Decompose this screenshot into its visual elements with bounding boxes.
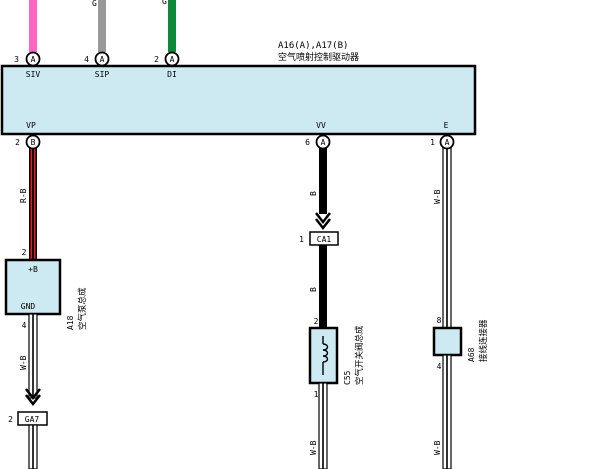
pin-number: 3 bbox=[14, 55, 19, 64]
junction-pin-bottom: 4 bbox=[437, 362, 442, 371]
e-wire-color-label: W-B bbox=[433, 189, 442, 204]
valve-name: 空气开关阀总成 bbox=[354, 325, 365, 385]
pin-connector-letter: A bbox=[100, 55, 105, 64]
pump-pin-top: 2 bbox=[22, 248, 27, 257]
vv-wire-lower bbox=[319, 245, 327, 328]
ga7-out-wire bbox=[28, 424, 38, 469]
ecu-pin-sip: A 4 SIP bbox=[84, 51, 110, 79]
connector-ga7-pin: 2 bbox=[8, 415, 13, 424]
junction-out-color-label: W-B bbox=[433, 440, 442, 455]
pin-connector-letter: A bbox=[170, 55, 175, 64]
di-wire bbox=[168, 0, 176, 52]
pump-name: 空气泵总成 bbox=[77, 287, 88, 330]
connector-ca1-name: CA1 bbox=[317, 235, 332, 244]
junction-code: A68 bbox=[467, 347, 476, 362]
junction-name: 接线连接器 bbox=[478, 319, 489, 362]
valve-pin-bottom: 1 bbox=[314, 390, 319, 399]
pin-name: SIV bbox=[26, 70, 41, 79]
solenoid-coil-icon bbox=[322, 343, 329, 363]
pin-name-e: E bbox=[444, 121, 449, 130]
pin-connector-letter: A bbox=[31, 55, 36, 64]
vp-wire-color-label: R-B bbox=[19, 188, 28, 203]
sip-wire-color-label: G bbox=[92, 0, 97, 8]
vv-wire-lower-color-label: B bbox=[309, 287, 318, 292]
vv-wire-upper-color-label: B bbox=[309, 191, 318, 196]
ecu-pin-di: A 2 DI bbox=[154, 51, 180, 79]
pin-name: DI bbox=[167, 70, 177, 79]
pin-number: 2 bbox=[154, 55, 159, 64]
pin-number: 1 bbox=[430, 138, 435, 147]
pin-name: SIP bbox=[95, 70, 110, 79]
valve-pin-top: 2 bbox=[314, 317, 319, 326]
pin-number: 2 bbox=[15, 138, 20, 147]
air-pump-box bbox=[4, 258, 62, 316]
junction-out-wire bbox=[442, 354, 452, 469]
pump-code: A18 bbox=[66, 315, 75, 330]
valve-code: C55 bbox=[343, 370, 352, 385]
pin-connector-letter: A bbox=[321, 138, 326, 147]
ecu-pin-vp: B 2 bbox=[15, 134, 41, 150]
ecu-pin-vv: A 6 bbox=[305, 134, 331, 150]
ecu-box bbox=[0, 64, 477, 136]
vv-wire-upper bbox=[319, 148, 327, 214]
pin-number: 4 bbox=[84, 55, 89, 64]
pin-name-vv: VV bbox=[316, 121, 326, 130]
ecu-code: A16(A),A17(B) bbox=[278, 41, 348, 51]
connector-chevron-icon bbox=[315, 212, 331, 231]
pump-label-pos: +B bbox=[28, 265, 38, 274]
pin-connector-letter: B bbox=[31, 138, 36, 147]
sip-wire bbox=[98, 0, 106, 52]
di-wire-color-label: G bbox=[162, 0, 167, 6]
pump-label-gnd: GND bbox=[21, 302, 36, 311]
valve-ground-wire bbox=[318, 382, 328, 469]
connector-ca1-pin: 1 bbox=[299, 235, 304, 244]
pin-name-vp: VP bbox=[26, 121, 36, 130]
junction-connector-box bbox=[432, 326, 463, 357]
valve-ground-color-label: W-B bbox=[309, 440, 318, 455]
ecu-pin-siv: A 3 SIV bbox=[14, 51, 41, 79]
ecu-name: 空气喷射控制驱动器 bbox=[278, 51, 359, 63]
e-wire-upper bbox=[442, 147, 452, 329]
pump-ground-color-label: W-B bbox=[19, 355, 28, 370]
connector-ga7-name: GA7 bbox=[25, 415, 40, 424]
pump-pin-bottom: 4 bbox=[22, 321, 27, 330]
pin-number: 6 bbox=[305, 138, 310, 147]
vp-wire bbox=[29, 148, 37, 260]
connector-chevron-icon bbox=[25, 388, 41, 407]
pin-connector-letter: A bbox=[445, 138, 450, 147]
siv-wire bbox=[29, 0, 37, 52]
pump-ground-wire bbox=[28, 313, 38, 399]
ecu-pin-e: A 1 bbox=[430, 134, 455, 150]
junction-pin-top: 8 bbox=[437, 316, 442, 325]
